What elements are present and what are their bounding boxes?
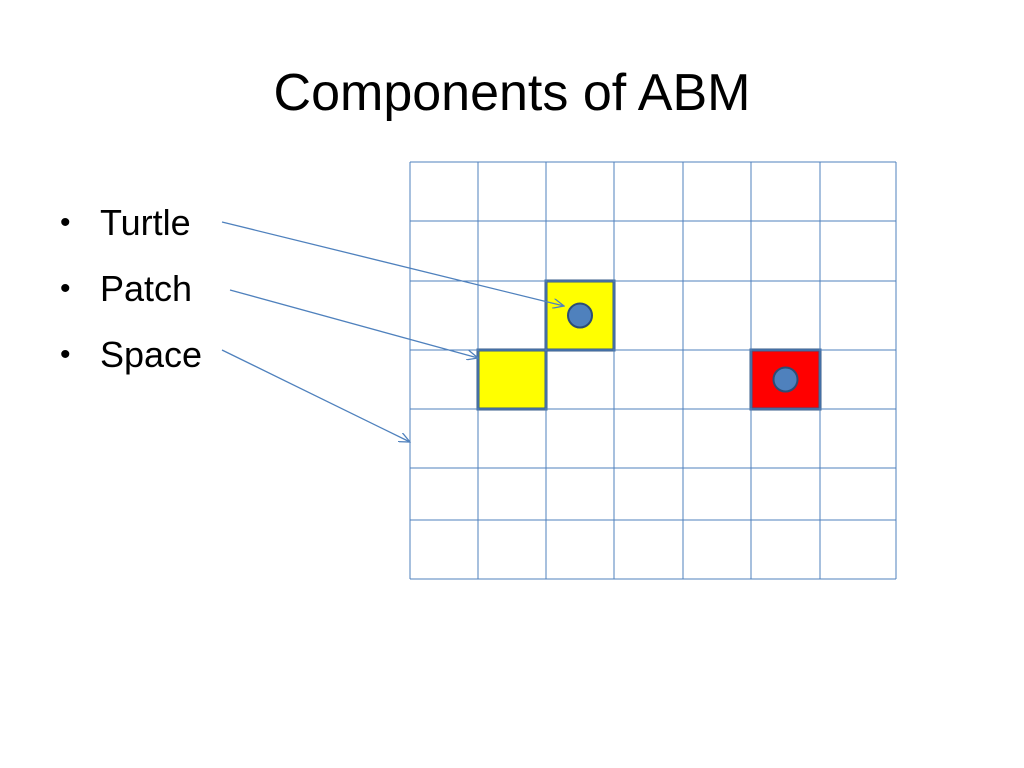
bullet-item-space: • Space	[60, 322, 202, 388]
turtle-1	[567, 302, 593, 329]
turtle-2	[772, 366, 799, 393]
bullet-label-turtle: Turtle	[100, 202, 191, 243]
bullet-item-turtle: • Turtle	[60, 190, 202, 256]
space-pointer-arrow	[221, 349, 410, 442]
bullet-item-patch: • Patch	[60, 256, 202, 322]
bullet-label-patch: Patch	[100, 268, 193, 309]
bullet-dot-icon: •	[60, 206, 71, 239]
yellow-patch	[476, 348, 548, 411]
slide-title: Components of ABM	[273, 64, 751, 122]
patch-pointer-arrow	[229, 289, 478, 358]
bullet-dot-icon: •	[60, 272, 71, 305]
bullet-label-space: Space	[100, 334, 203, 375]
bullet-list: • Turtle • Patch • Space	[60, 190, 202, 388]
turtle-pointer-arrow	[221, 221, 564, 306]
bullet-dot-icon: •	[60, 338, 71, 371]
